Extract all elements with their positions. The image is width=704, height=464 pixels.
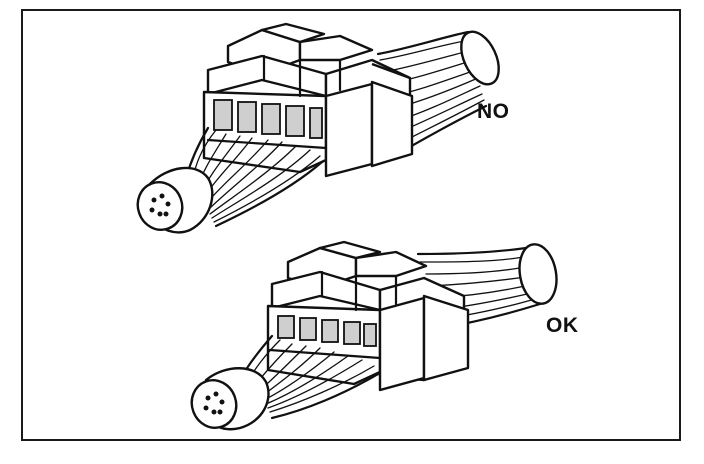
wire-bundle-front-correct (240, 334, 380, 420)
connector-housing-incorrect (202, 22, 414, 178)
connector-housing-correct (266, 240, 470, 392)
front-sleeve-correct (190, 367, 270, 431)
front-sleeve-incorrect (136, 166, 214, 234)
rear-sleeve-incorrect (460, 30, 500, 86)
label-correct: OK (546, 314, 579, 337)
connector-incorrect (136, 22, 500, 234)
rear-sleeve-correct (518, 243, 558, 305)
wire-bundle-front-incorrect (184, 126, 324, 228)
label-incorrect: NO (477, 100, 510, 123)
connector-correct (190, 240, 558, 431)
